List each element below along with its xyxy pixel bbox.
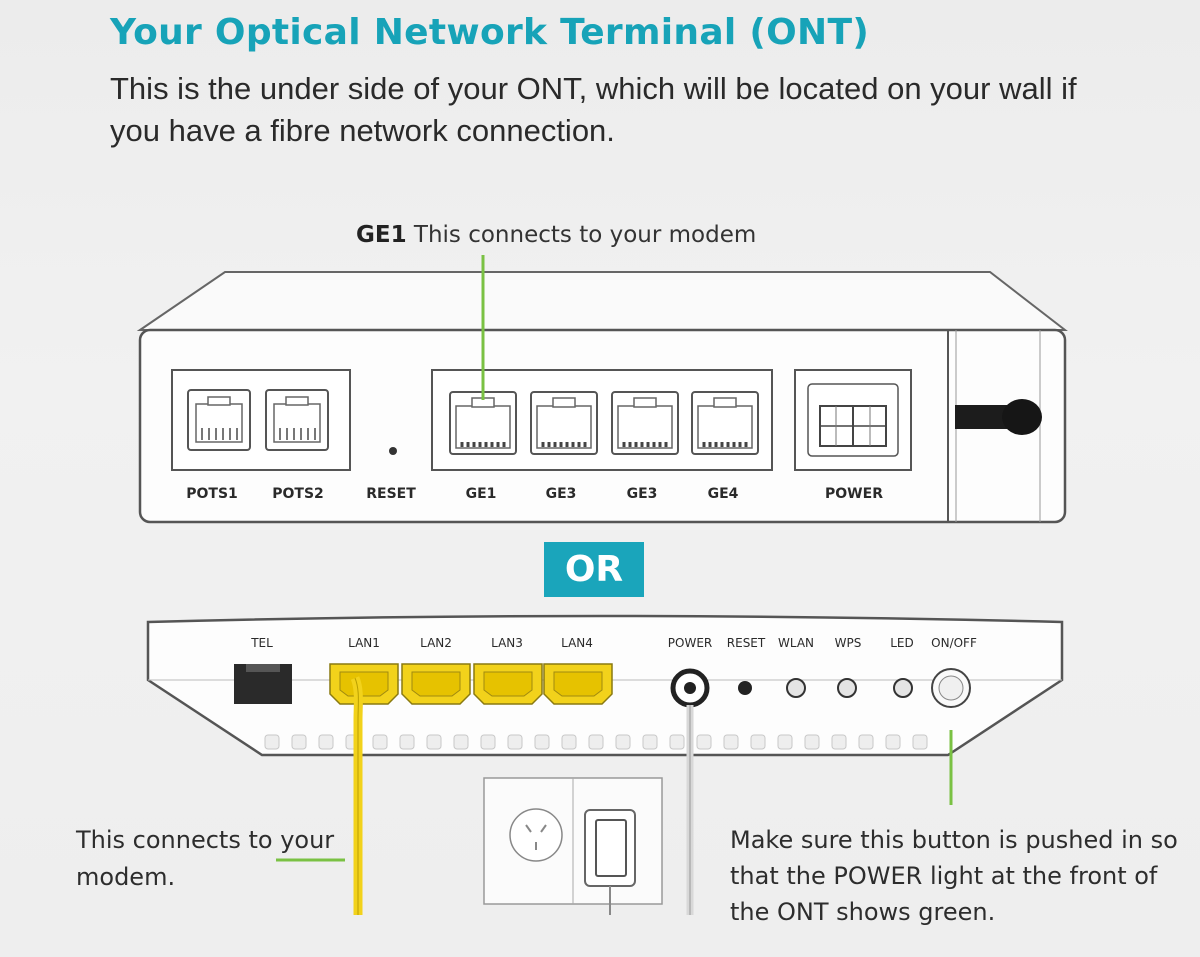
led-button (893, 678, 913, 698)
lan2-port (401, 663, 471, 705)
label-reset: RESET (366, 486, 416, 502)
ont-device-bottom (146, 614, 1064, 757)
label-lan4: LAN4 (561, 636, 593, 650)
wlan-button (786, 678, 806, 698)
label-led: LED (890, 636, 914, 650)
label-ge2: GE3 (545, 486, 577, 502)
ge1-port (448, 390, 518, 456)
label-tel: TEL (251, 636, 273, 650)
label-pots1: POTS1 (186, 486, 238, 502)
label-lan1: LAN1 (348, 636, 380, 650)
label-wps: WPS (834, 636, 862, 650)
ge1-callout-port: GE1 (356, 222, 407, 248)
tel-port (234, 664, 292, 704)
lan3-port (473, 663, 543, 705)
label-wlan: WLAN (777, 636, 815, 650)
label-power: POWER (825, 486, 883, 502)
intro-text: This is the under side of your ONT, whic… (110, 71, 1077, 148)
ont-device-top (136, 271, 1068, 524)
ge2-port (529, 390, 599, 456)
label-lan3: LAN3 (491, 636, 523, 650)
ge3-port (610, 390, 680, 456)
reset-pinhole (389, 447, 397, 455)
label-pots2: POTS2 (272, 486, 324, 502)
label-ge1: GE1 (465, 486, 497, 502)
lan4-port (543, 663, 613, 705)
ge4-port (690, 390, 760, 456)
power-connector (794, 369, 912, 471)
wall-socket-with-adapter (483, 777, 663, 915)
label-bottom-power: POWER (667, 636, 713, 650)
label-ge4: GE4 (707, 486, 739, 502)
page-title: Your Optical Network Terminal (ONT) (110, 12, 870, 53)
power-button-note: Make sure this button is pushed in so th… (730, 826, 1178, 926)
label-bottom-reset: RESET (726, 636, 766, 650)
fibre-cable-plug (955, 399, 1042, 435)
ge1-callout: GE1 This connects to your modem (356, 222, 756, 248)
on-off-button (931, 668, 971, 708)
label-lan2: LAN2 (420, 636, 452, 650)
label-ge3: GE3 (626, 486, 658, 502)
lan1-port (329, 663, 399, 705)
pots1-port (187, 389, 251, 451)
label-on-off: ON/OFF (931, 636, 977, 650)
pots2-port (265, 389, 329, 451)
ge1-callout-text: This connects to your modem (413, 222, 757, 248)
wps-button (837, 678, 857, 698)
power-jack (670, 668, 710, 708)
modem-connection-note: This connects to your modem. (76, 826, 335, 891)
reset-button (738, 681, 752, 695)
or-badge: OR (544, 542, 644, 597)
